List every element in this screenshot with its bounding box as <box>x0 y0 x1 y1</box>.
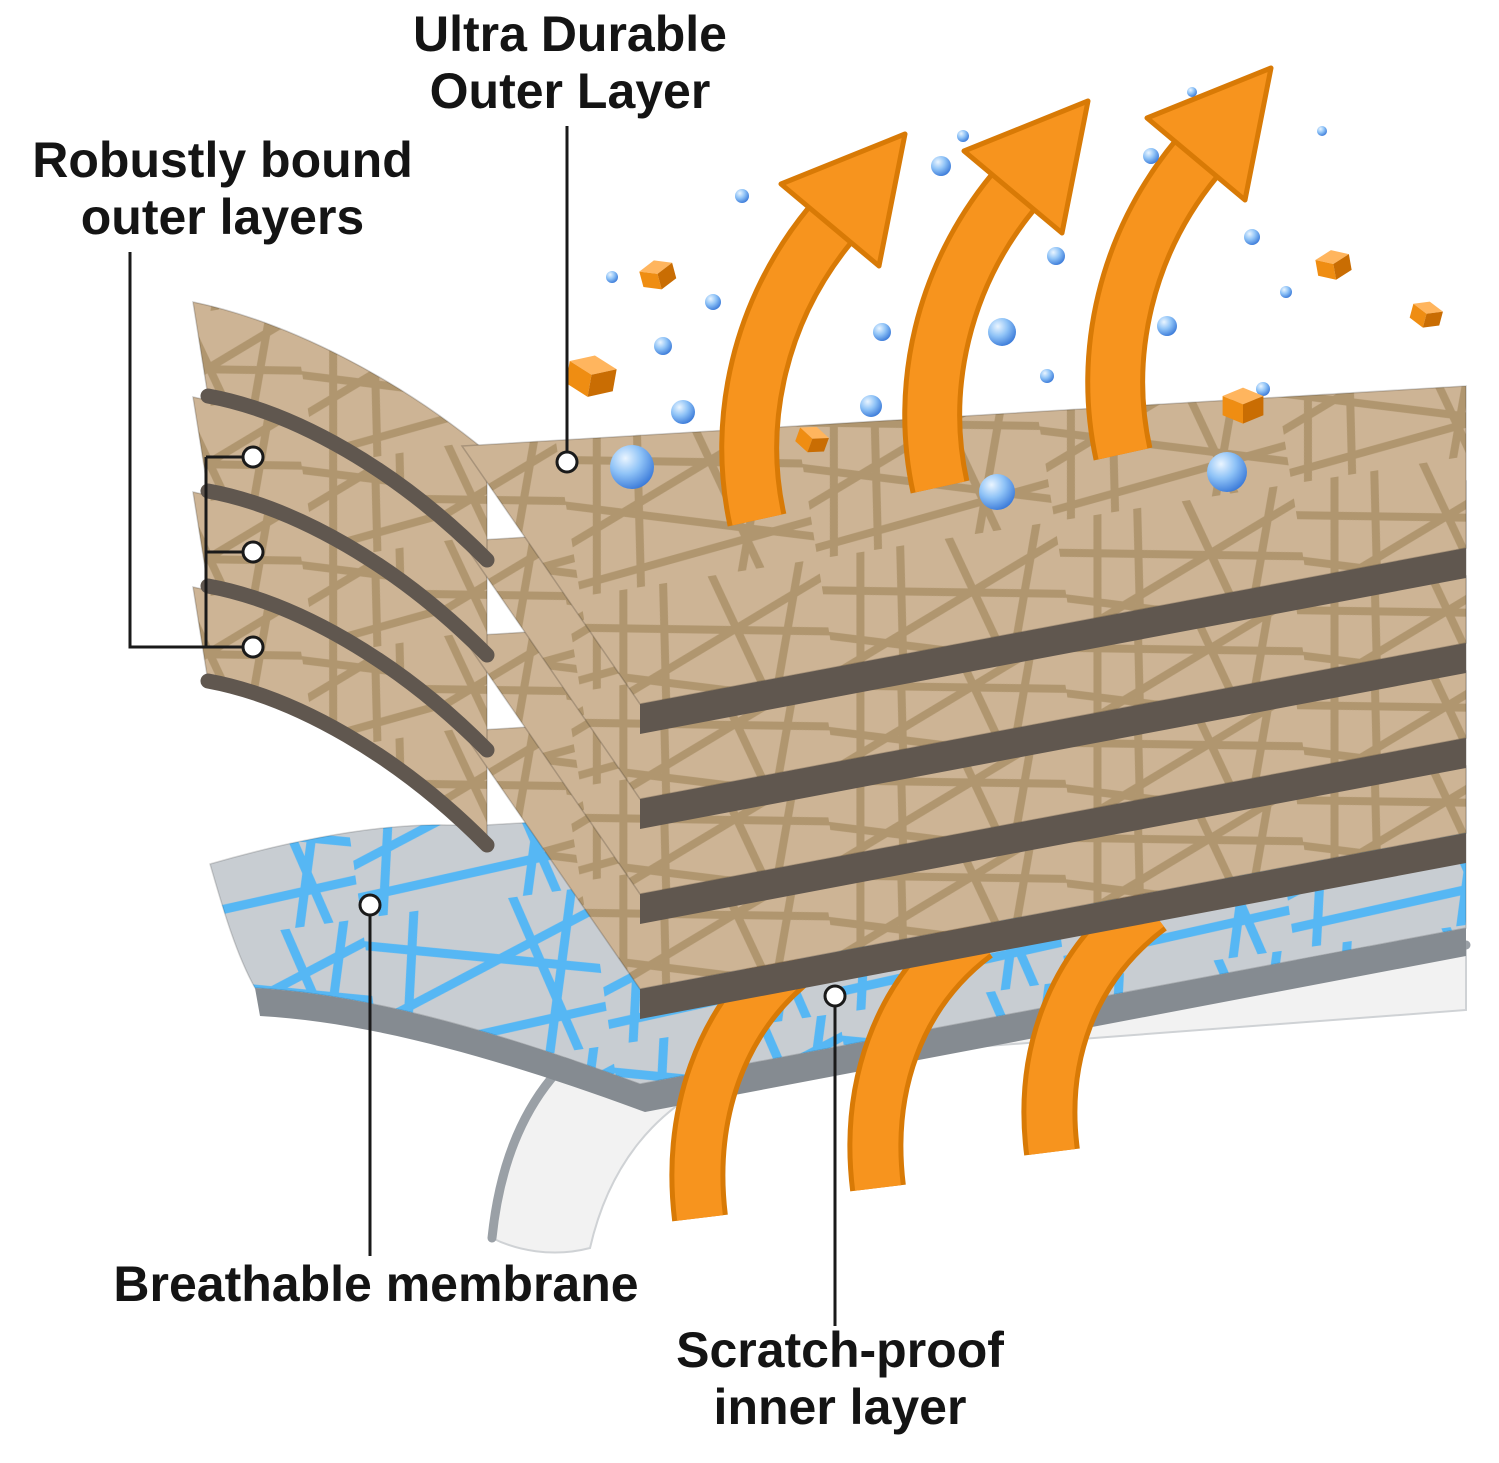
leader-bound-layers <box>128 252 265 659</box>
water-droplet-icon <box>1280 286 1292 298</box>
label-outer-layer-line1: Ultra Durable <box>413 6 727 62</box>
airflow-arrows-top <box>719 65 1274 527</box>
leader-dot-membrane <box>358 893 382 917</box>
leader-inner-layer <box>823 984 847 1326</box>
water-droplet-icon <box>873 323 891 341</box>
water-droplet-icon <box>735 189 749 203</box>
label-inner-layer: Scratch-proof inner layer <box>615 1322 1065 1436</box>
airflow-arrow-top-1 <box>719 131 908 527</box>
label-bound-layers: Robustly bound outer layers <box>0 132 445 246</box>
water-droplet-icon <box>606 271 618 283</box>
label-outer-layer: Ultra Durable Outer Layer <box>330 6 810 120</box>
leader-dot-bound-layer-3 <box>241 540 265 564</box>
water-droplet-icon <box>1207 452 1247 492</box>
water-droplet-icon <box>1244 229 1260 245</box>
dirt-cube-icon <box>637 256 679 294</box>
arrow-head <box>778 131 908 269</box>
water-droplet-icon <box>1047 247 1065 265</box>
label-inner-layer-line1: Scratch-proof <box>676 1322 1004 1378</box>
label-bound-layers-line1: Robustly bound <box>32 132 413 188</box>
leader-dot-bound-layer-4 <box>241 635 265 659</box>
water-droplet-icon <box>705 294 721 310</box>
water-droplet-icon <box>1040 369 1054 383</box>
water-droplet-icon <box>988 318 1016 346</box>
water-droplet-icon <box>957 130 969 142</box>
water-droplet-icon <box>860 395 882 417</box>
leader-dot-inner-layer <box>823 984 847 1008</box>
water-droplet-icon <box>654 337 672 355</box>
water-droplet-icon <box>1317 126 1327 136</box>
airflow-arrow-bottom-3 <box>1021 885 1168 1156</box>
leader-membrane <box>358 893 382 1256</box>
airflow-arrow-top-3 <box>1085 65 1274 461</box>
arrow-head <box>961 98 1091 236</box>
leader-outer-layer <box>555 126 579 474</box>
arrow-head <box>1144 65 1274 203</box>
label-outer-layer-line2: Outer Layer <box>429 63 711 119</box>
water-droplet-icon <box>671 400 695 424</box>
water-droplet-icon <box>1143 148 1159 164</box>
airflow-arrow-top-2 <box>902 98 1091 494</box>
label-inner-layer-line2: inner layer <box>713 1379 967 1435</box>
water-droplet-icon <box>1187 87 1197 97</box>
leader-dot-bound-layer-2 <box>241 445 265 469</box>
label-bound-layers-line2: outer layers <box>80 189 365 245</box>
water-droplet-icon <box>979 474 1015 510</box>
water-droplet-icon <box>610 445 654 489</box>
dirt-cube-icon <box>564 351 619 401</box>
label-membrane: Breathable membrane <box>72 1256 680 1313</box>
dirt-cube-icon <box>1408 297 1445 332</box>
dirt-cube-icon <box>1314 247 1353 283</box>
water-droplet-icon <box>931 156 951 176</box>
water-droplet-icon <box>1157 316 1177 336</box>
leader-dot-outer-layer <box>555 450 579 474</box>
label-membrane-text: Breathable membrane <box>113 1256 639 1312</box>
